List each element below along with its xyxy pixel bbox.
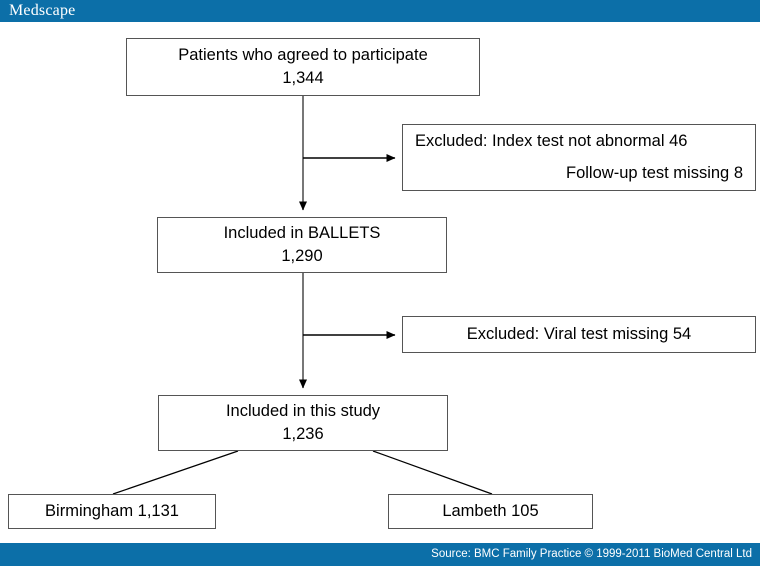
node-excluded-viral-test-line-1: Excluded: Viral test missing 54 [466, 325, 692, 343]
flowchart-canvas: Patients who agreed to participate 1,344… [0, 22, 760, 543]
node-site-birmingham-label: Birmingham 1,131 [45, 502, 179, 520]
node-excluded-index-test-line-1: Excluded: Index test not abnormal 46 [415, 132, 688, 150]
node-included-study[interactable]: Included in this study 1,236 [158, 395, 448, 451]
node-included-study-count: 1,236 [282, 425, 324, 443]
node-included-ballets[interactable]: Included in BALLETS 1,290 [157, 217, 447, 273]
edge-study-to-birmingham [112, 450, 239, 495]
node-site-lambeth[interactable]: Lambeth 105 [388, 494, 593, 529]
node-site-birmingham[interactable]: Birmingham 1,131 [8, 494, 216, 529]
medscape-header-bar: Medscape [0, 0, 760, 22]
node-patients-agreed-count: 1,344 [282, 69, 324, 87]
node-excluded-index-test[interactable]: Excluded: Index test not abnormal 46 Fol… [402, 124, 756, 191]
node-patients-agreed-title: Patients who agreed to participate [178, 46, 428, 64]
node-site-lambeth-label: Lambeth 105 [442, 502, 539, 520]
source-footer-bar: Source: BMC Family Practice © 1999-2011 … [0, 543, 760, 566]
edge-study-to-lambeth [372, 450, 493, 495]
node-included-study-title: Included in this study [225, 402, 381, 420]
node-patients-agreed[interactable]: Patients who agreed to participate 1,344 [126, 38, 480, 96]
medscape-logo[interactable]: Medscape [9, 2, 76, 19]
node-included-ballets-title: Included in BALLETS [223, 224, 381, 242]
node-excluded-viral-test[interactable]: Excluded: Viral test missing 54 [402, 316, 756, 353]
source-attribution: Source: BMC Family Practice © 1999-2011 … [431, 548, 752, 560]
node-excluded-index-test-line-2: Follow-up test missing 8 [566, 164, 743, 182]
node-included-ballets-count: 1,290 [281, 247, 323, 265]
flowchart-connectors [112, 96, 493, 495]
